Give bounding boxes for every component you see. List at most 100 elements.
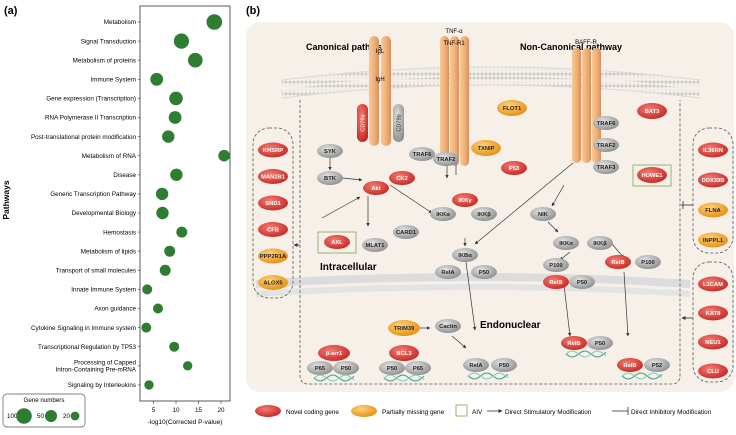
node-label: IKKγ <box>458 198 472 204</box>
node-shape <box>362 238 388 252</box>
data-point-signaling-by-interleukins <box>144 380 154 390</box>
node-label: TRAF2 <box>597 143 616 149</box>
node-p52: P52 <box>644 358 670 372</box>
legend-partial-label: Partially missing gene <box>382 409 445 416</box>
gene-label: ALOX5 <box>263 281 283 287</box>
membrane-edge-top <box>281 66 701 81</box>
pathway-label-post-translational-protein-modification: Post-translational protein modification <box>31 134 137 141</box>
data-point-innate-immune-system <box>142 284 153 295</box>
pathway-label-line: Innate Immune System <box>71 287 136 294</box>
node-rela_n: RelA <box>463 358 489 372</box>
node-label: IKKα <box>559 241 573 247</box>
node-shape <box>569 275 595 289</box>
node-nik: NIK <box>530 207 556 221</box>
data-points <box>141 14 230 390</box>
gene-ddx39b: DDX39B <box>698 172 728 188</box>
panel-b-label: (b) <box>246 5 260 17</box>
node-label: CARD1 <box>396 230 417 236</box>
node-label: P50 <box>577 280 587 286</box>
node-barr1: β-arr1 <box>318 345 350 361</box>
aiv-box-huwe1 <box>632 164 672 187</box>
pathway-label-gene-expression-transcription: Gene expression (Transcription) <box>46 96 136 103</box>
gene-label: KAT8 <box>706 311 721 317</box>
node-label: Akt <box>371 186 380 192</box>
gene-label: INPPL1 <box>703 238 724 244</box>
node-label: IKKα <box>436 212 450 218</box>
aiv-box-axl <box>317 231 357 254</box>
dna-strands <box>313 350 663 382</box>
node-ikkb_n: IKKβ <box>587 236 613 250</box>
node-p50_n3: P50 <box>491 358 517 372</box>
dna-strand <box>383 374 425 382</box>
node-p50_n4: P50 <box>587 336 613 350</box>
size-legend-dot <box>70 411 80 421</box>
left-gene-box <box>252 127 294 299</box>
gene-label: FLNA <box>705 208 721 214</box>
node-label: TRAF6 <box>413 152 432 158</box>
panel-a-label: (a) <box>4 5 18 17</box>
pathway-label-line: Metabolism of lipids <box>81 248 136 255</box>
node-label: P53 <box>509 166 520 172</box>
pathway-label-line: Processing of Capped <box>74 359 136 366</box>
data-point-metabolism-of-lipids <box>164 245 176 257</box>
node-label: MLAT1 <box>366 243 386 249</box>
dna-strand <box>621 372 663 380</box>
baffr-chain-left <box>572 48 581 163</box>
node-ikkb_c: IKKβ <box>471 207 497 221</box>
gene-shape <box>698 276 728 292</box>
gene-shape <box>698 305 728 321</box>
node-traf2_n: TRAF2 <box>593 138 619 152</box>
pathway-label-disease: Disease <box>113 172 136 179</box>
node-relb_n2: RelB <box>617 358 643 372</box>
node-shape <box>388 320 420 336</box>
size-legend-title: Gene numbers <box>24 397 65 404</box>
data-point-rna-polymerase-ii-transcription <box>168 111 182 124</box>
gene-shape <box>698 232 728 248</box>
node-label: IKKβ <box>593 241 607 247</box>
node-shape <box>605 255 631 269</box>
noncanonical-pathway-title: Non-Canonical pathway <box>520 42 622 52</box>
node-label: NIK <box>538 212 549 218</box>
node-btk: BTK <box>317 171 343 185</box>
node-label: RelA <box>469 363 483 369</box>
pathway-label-innate-immune-system: Innate Immune System <box>71 287 136 294</box>
node-label: FLOT1 <box>503 106 522 112</box>
pathway-region-dashed <box>299 100 681 385</box>
pathway-label-line: RNA Polymerase II Transcription <box>45 115 136 122</box>
pathway-label-line: Metabolism of proteins <box>73 57 136 64</box>
node-shape <box>318 345 350 361</box>
node-traf6_c: TRAF6 <box>409 147 435 161</box>
data-point-gene-expression-transcription <box>169 91 183 106</box>
tnfr1-chain-right <box>460 36 469 166</box>
pathway-label-metabolism-of-rna: Metabolism of RNA <box>82 153 137 160</box>
node-shape <box>491 358 517 372</box>
node-p53: P53 <box>501 161 527 175</box>
node-shape <box>389 171 415 185</box>
legend-partial-swatch <box>351 405 377 417</box>
arrow-btk-akt <box>341 177 363 182</box>
node-label: TRAF2 <box>437 157 456 163</box>
node-shape <box>561 336 587 350</box>
node-shape <box>635 255 661 269</box>
pathway-label-transcriptional-regulation-by-tp53: Transcriptional Regulation by TP53 <box>38 344 137 351</box>
data-point-post-translational-protein-modification <box>162 130 175 143</box>
node-traf6_n: TRAF6 <box>593 116 619 130</box>
node-label: IKKβ <box>477 212 491 218</box>
pathway-label-transport-of-small-molecules: Transport of small molecules <box>56 268 136 275</box>
intracellular-label: Intracellular <box>320 262 377 273</box>
pathway-label-line: Transport of small molecules <box>56 268 136 275</box>
dna-strand <box>383 374 425 382</box>
data-point-generic-transcription-pathway <box>155 187 169 201</box>
y-axis-title: Pathways <box>1 180 11 219</box>
arrow-ikka-p100 <box>559 251 571 261</box>
plasma-membrane-outer <box>281 66 701 89</box>
legend-aiv-label: AIV <box>472 409 483 416</box>
node-shape <box>463 358 489 372</box>
node-label: P50 <box>479 270 489 276</box>
bcr-receptor: IgL IgH CD79a CD79b <box>357 36 404 146</box>
